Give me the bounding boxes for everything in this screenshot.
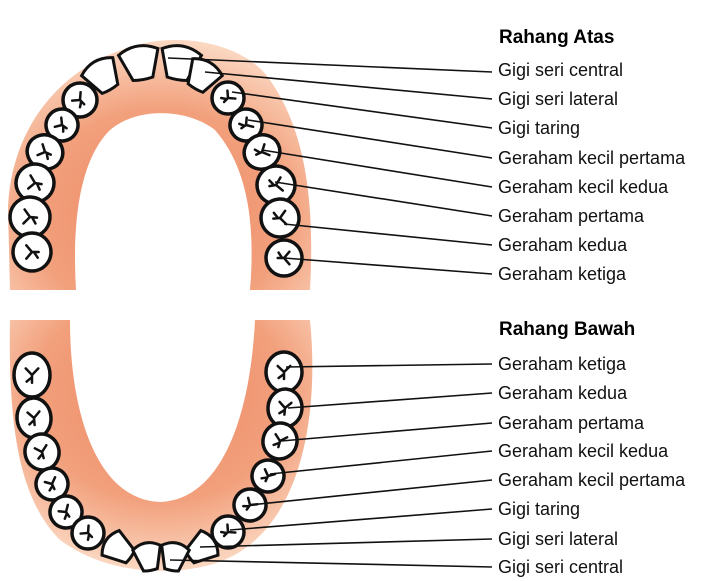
upper-tooth-right-7 <box>259 197 300 238</box>
upper-leader-line-8 <box>284 258 492 274</box>
lower-label-central-incisor: Gigi seri central <box>498 557 623 577</box>
upper-label-first-molar: Geraham pertama <box>498 206 644 226</box>
upper-label-first-premolar: Geraham kecil pertama <box>498 148 685 168</box>
upper-label-third-molar: Geraham ketiga <box>498 264 626 284</box>
lower-label-first-molar: Geraham pertama <box>498 413 644 433</box>
upper-leader-line-7 <box>284 224 492 245</box>
lower-leader-line-8 <box>170 560 492 567</box>
lower-label-first-premolar: Geraham kecil pertama <box>498 470 685 490</box>
lower-tooth-left-2 <box>15 397 52 440</box>
lower-label-lateral-incisor: Gigi seri lateral <box>498 529 618 549</box>
upper-tooth-left-8 <box>13 233 51 271</box>
lower-leader-line-1 <box>286 364 492 367</box>
lower-leader-line-2 <box>288 393 492 408</box>
upper-label-second-premolar: Geraham kecil kedua <box>498 177 668 197</box>
upper-jaw-title: Rahang Atas <box>499 27 614 49</box>
lower-label-second-molar: Geraham kedua <box>498 383 627 403</box>
lower-jaw-title: Rahang Bawah <box>499 319 635 341</box>
lower-label-third-molar: Geraham ketiga <box>498 354 626 374</box>
lower-label-canine: Gigi taring <box>498 499 580 519</box>
lower-leader-line-4 <box>270 451 492 474</box>
upper-label-central-incisor: Gigi seri central <box>498 60 623 80</box>
lower-tooth-right-1 <box>266 352 302 392</box>
lower-label-second-premolar: Geraham kecil kedua <box>498 441 668 461</box>
upper-label-canine: Gigi taring <box>498 118 580 138</box>
lower-tooth-left-1 <box>14 353 50 397</box>
upper-label-second-molar: Geraham kedua <box>498 235 627 255</box>
upper-label-lateral-incisor: Gigi seri lateral <box>498 89 618 109</box>
lower-leader-line-3 <box>281 423 492 441</box>
